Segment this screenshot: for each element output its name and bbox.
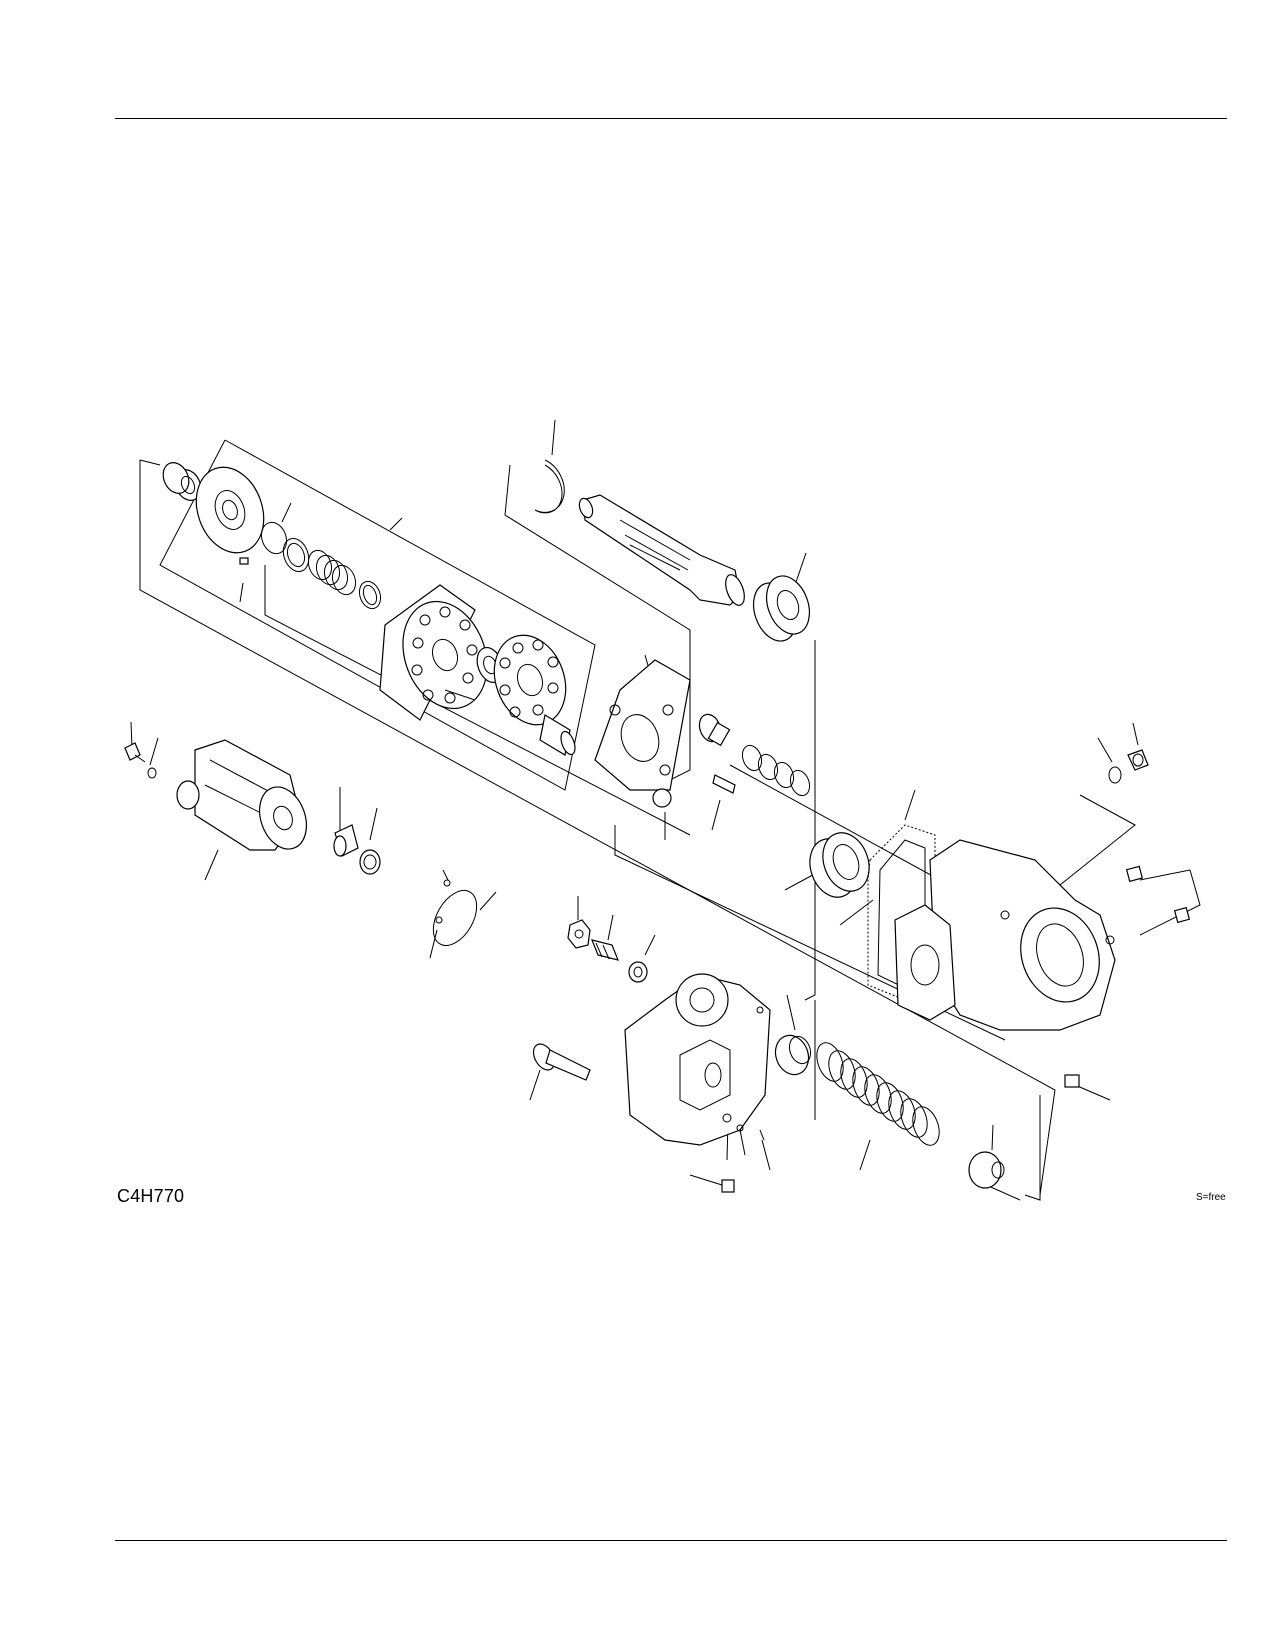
retaining-ring xyxy=(260,521,288,555)
spring-seat xyxy=(774,1034,812,1076)
group-frame-plugs xyxy=(1139,869,1201,936)
small-o-ring-a xyxy=(722,1113,732,1123)
scale-note: S=free xyxy=(1196,1192,1226,1203)
mounting-bolt-small xyxy=(124,742,146,763)
needle-bearing xyxy=(162,462,202,501)
small-o-ring-b xyxy=(736,1124,744,1132)
retainer-plate xyxy=(493,634,567,726)
bushing xyxy=(359,849,381,875)
o-ring-small xyxy=(443,879,451,887)
gear-pump xyxy=(176,739,307,851)
adjust-screw xyxy=(591,939,619,961)
valve-plate xyxy=(594,659,691,791)
hex-nut xyxy=(567,919,591,949)
thrust-washer xyxy=(282,538,310,572)
center-spring xyxy=(307,549,357,596)
seat-ring xyxy=(358,580,382,610)
fitting-oring xyxy=(1108,766,1122,784)
cylinder-block xyxy=(379,584,488,721)
control-spring xyxy=(816,1042,940,1146)
group-frame-rotating-group xyxy=(139,439,1056,1196)
pump-housing xyxy=(894,839,1116,1031)
seal-rings xyxy=(741,744,811,797)
o-ring-tiny xyxy=(435,916,443,924)
coupling xyxy=(333,824,359,857)
plug-valve-body xyxy=(721,1179,735,1193)
snap-ring xyxy=(534,459,565,514)
roll-pin xyxy=(759,1129,765,1141)
dowel-pin xyxy=(712,774,736,794)
plug-bottom xyxy=(1064,1074,1080,1088)
piston xyxy=(539,714,576,756)
plug-upper xyxy=(1125,865,1144,883)
plug-pin xyxy=(698,713,731,747)
fitting-plug xyxy=(1127,749,1149,771)
pin xyxy=(444,689,476,701)
control-valve-body xyxy=(624,973,771,1146)
seal-washer xyxy=(628,961,648,983)
group-frame-shaft xyxy=(504,464,1006,1041)
lock-washer xyxy=(147,767,157,779)
header-rule xyxy=(115,118,1227,119)
socket-head-bolt xyxy=(532,1043,591,1081)
swash-plate xyxy=(195,466,265,565)
spring-cap xyxy=(968,1151,1005,1189)
figure-code: C4H770 xyxy=(117,1186,185,1206)
ball-bearing-shaft xyxy=(752,575,811,642)
oil-seal xyxy=(809,832,870,898)
check-ball xyxy=(652,788,672,808)
o-ring-large xyxy=(432,890,478,946)
drive-shaft xyxy=(578,494,745,606)
footer-rule xyxy=(115,1540,1227,1541)
plug-lower xyxy=(1173,906,1191,924)
group-frame-fitting xyxy=(1059,794,1136,886)
